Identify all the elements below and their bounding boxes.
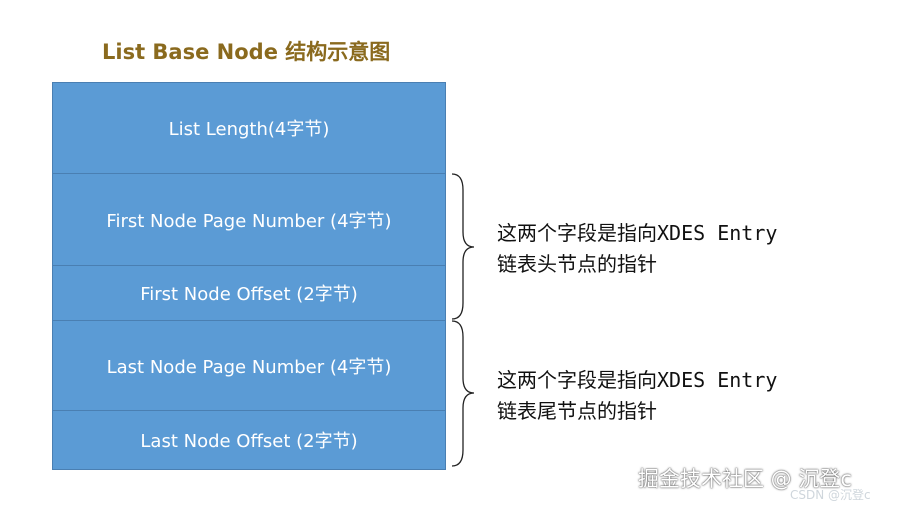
field-first-node-offset: First Node Offset (2字节) (52, 265, 446, 321)
last-node-brace (451, 320, 475, 467)
field-label: List Length(4字节) (168, 119, 330, 140)
annotation-line: 这两个字段是指向XDES Entry (497, 221, 778, 245)
watermark-juejin: 掘金技术社区 @ 沉登c (638, 467, 852, 491)
first-node-brace (451, 173, 475, 320)
diagram-title: List Base Node 结构示意图 (102, 40, 391, 64)
annotation-line: 这两个字段是指向XDES Entry (497, 368, 778, 392)
annotation-line: 链表头节点的指针 (497, 252, 657, 276)
field-label: Last Node Page Number (4字节) (106, 356, 392, 378)
annotation-line: 链表尾节点的指针 (497, 399, 657, 423)
field-last-node-offset: Last Node Offset (2字节) (52, 410, 446, 470)
field-label: Last Node Offset (2字节) (140, 431, 358, 452)
field-label: First Node Offset (2字节) (140, 284, 358, 305)
annotation-tail-pointer: 这两个字段是指向XDES Entry 链表尾节点的指针 (497, 365, 777, 427)
field-last-node-page-number: Last Node Page Number (4字节) (52, 320, 446, 411)
field-list-length: List Length(4字节) (52, 82, 446, 174)
field-first-node-page-number: First Node Page Number (4字节) (52, 173, 446, 266)
watermark-csdn: CSDN @沉登c (790, 488, 871, 502)
field-label: First Node Page Number (4字节) (106, 210, 392, 232)
annotation-head-pointer: 这两个字段是指向XDES Entry 链表头节点的指针 (497, 218, 777, 280)
